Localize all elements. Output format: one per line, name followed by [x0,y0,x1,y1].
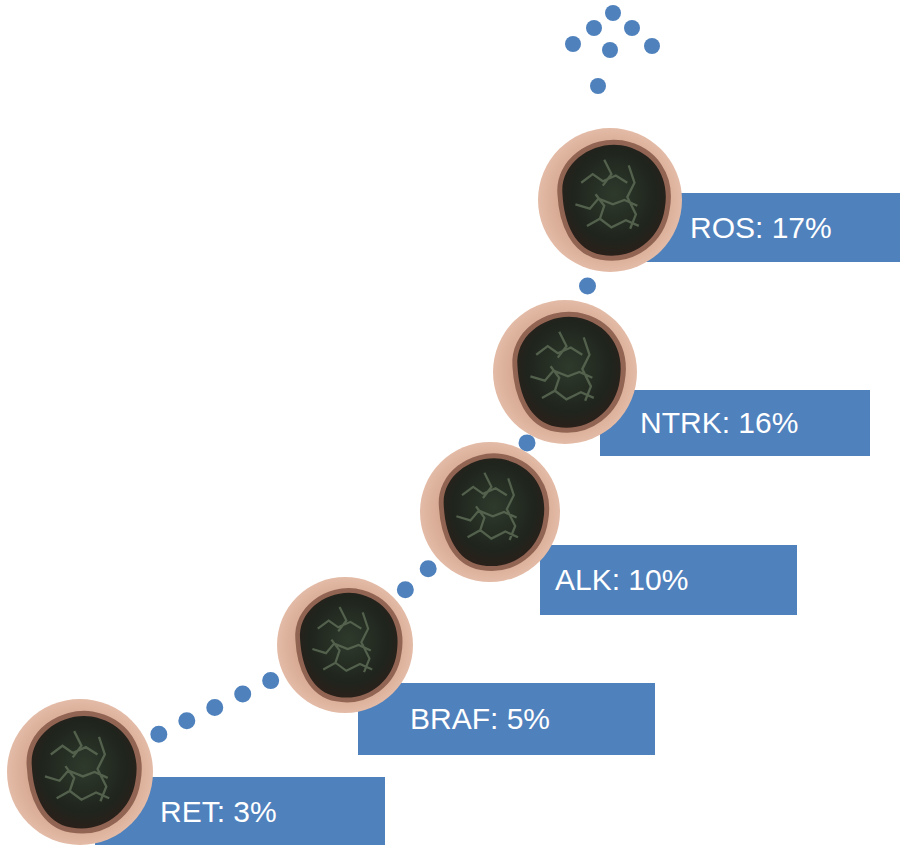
dot-connector [402,566,431,592]
mutation-step: ROS: 17% [538,128,900,272]
label-block: NTRK: 16% [640,405,798,441]
label-block: BRAF: 5% [410,701,550,737]
dot-connector [519,434,536,451]
mutation-step: ALK: 10% [420,442,797,615]
label-block: RET: 3% [160,794,277,830]
gene-label: RET: 3% [160,794,277,830]
mole-photo [7,699,153,845]
dot-connector [586,279,589,292]
dot-connector [155,679,275,736]
label-block: ROS: 17% [690,210,832,246]
gene-label: ALK: 10% [555,562,688,598]
gene-label: BRAF: 5% [410,701,550,737]
mutation-step: RET: 3% [7,699,385,845]
mole-photo [493,300,637,444]
mole-photo [538,128,682,272]
gene-label: ROS: 17% [690,210,832,246]
gene-label: NTRK: 16% [640,405,798,441]
mole-photo [420,442,560,582]
mole-photo [277,577,413,713]
label-block: ALK: 10% [555,562,688,598]
mutation-step: NTRK: 16% [493,300,870,456]
